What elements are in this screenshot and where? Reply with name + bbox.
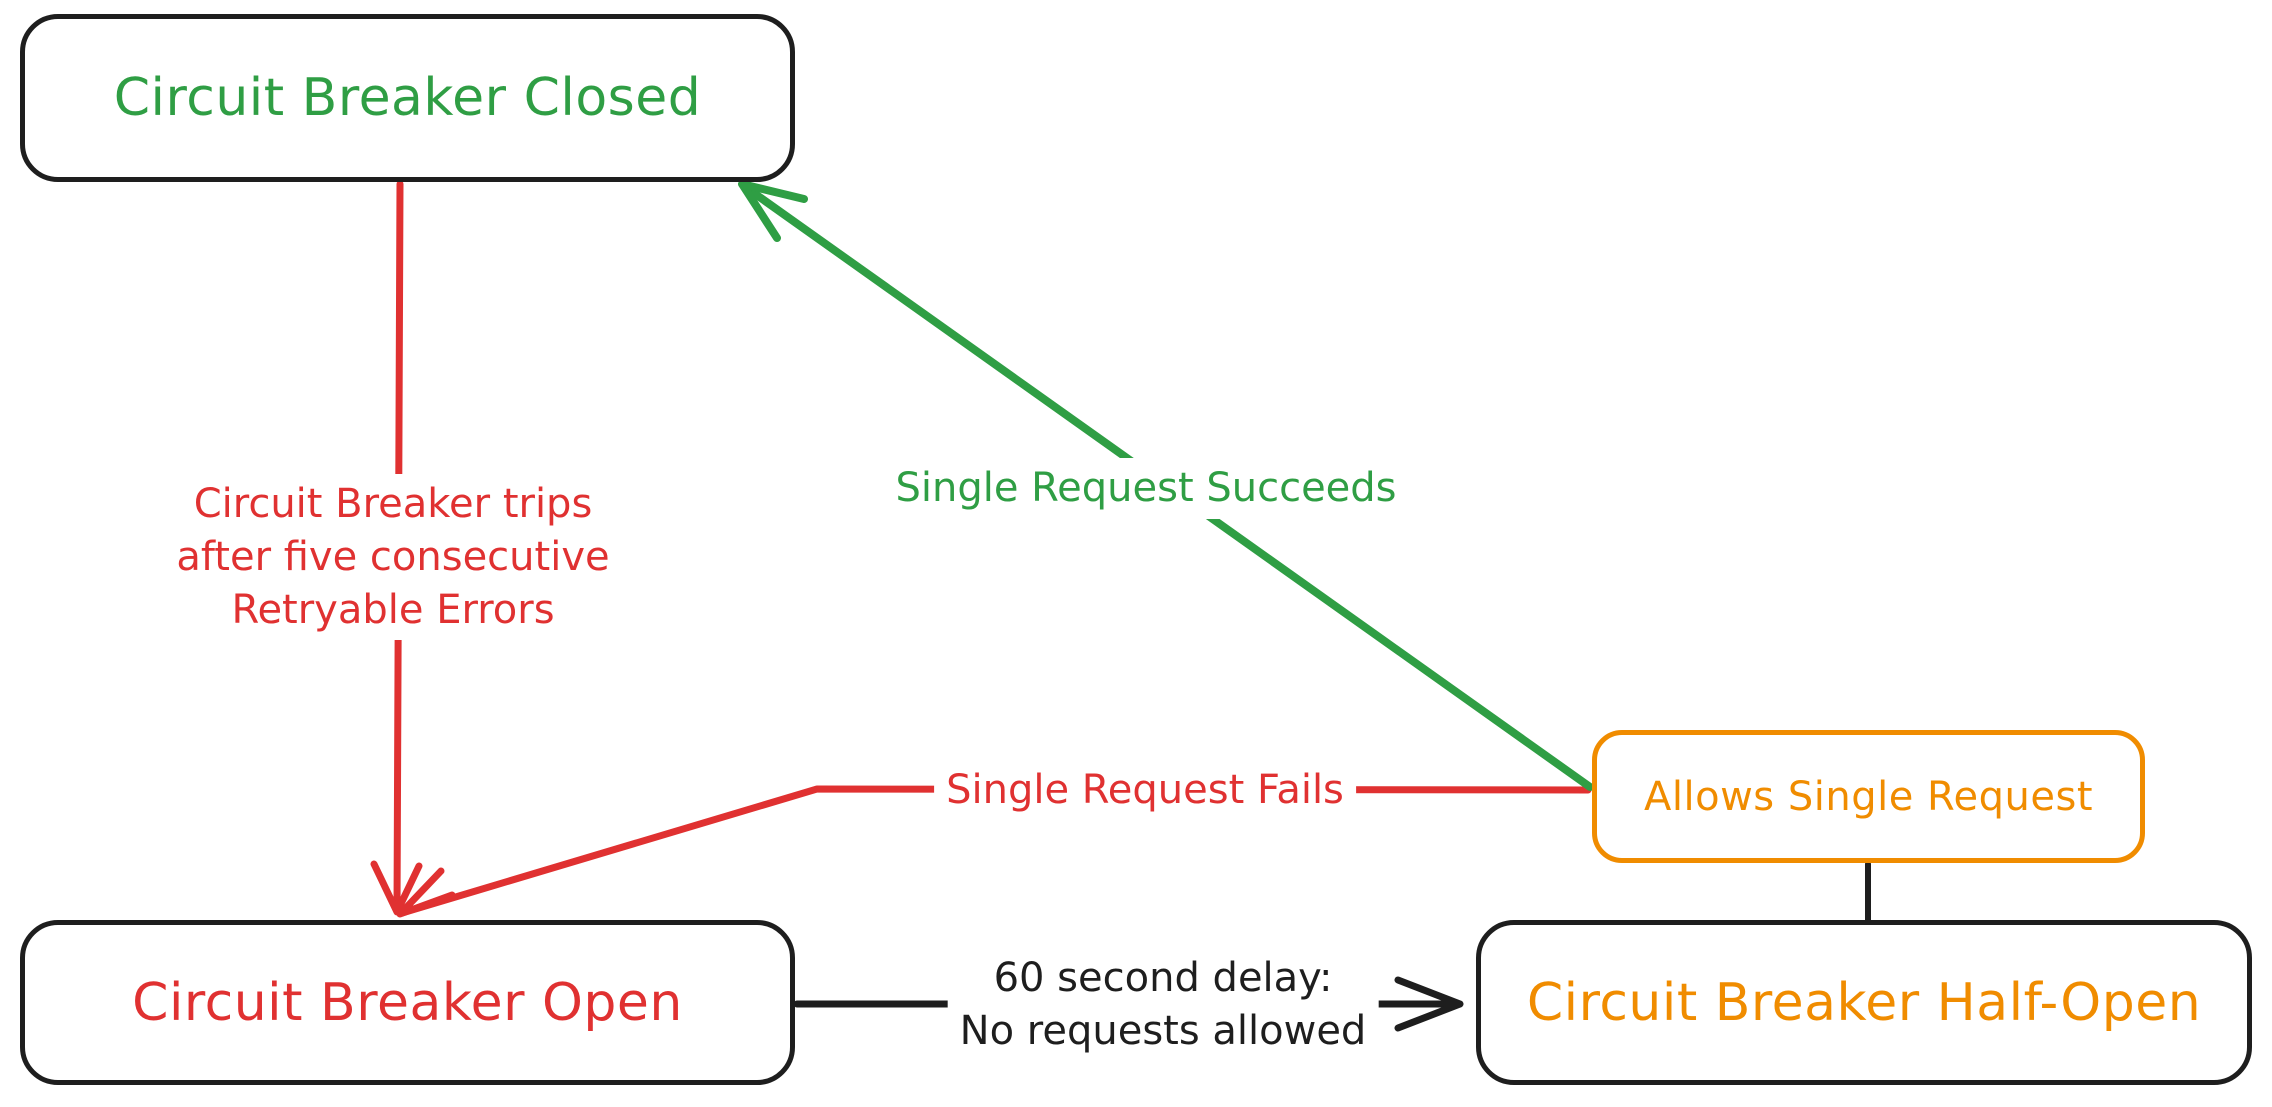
edge-label-delay: 60 second delay: No requests allowed <box>947 948 1379 1062</box>
arrowhead-fails-icon <box>396 867 456 918</box>
arrowhead-delay-icon <box>1394 976 1464 1032</box>
node-circuit-breaker-open-label: Circuit Breaker Open <box>132 972 683 1033</box>
node-allows-single-request: Allows Single Request <box>1592 730 2145 863</box>
arrowhead-trips-icon <box>370 860 423 916</box>
node-allows-single-request-label: Allows Single Request <box>1644 773 2093 820</box>
arrowhead-succeeds-icon <box>738 180 808 242</box>
node-circuit-breaker-closed: Circuit Breaker Closed <box>20 14 795 182</box>
node-circuit-breaker-closed-label: Circuit Breaker Closed <box>113 68 702 128</box>
node-circuit-breaker-half-open: Circuit Breaker Half-Open <box>1476 920 2252 1085</box>
edge-label-delay-line1: 60 second delay: <box>993 955 1333 1001</box>
edge-label-fails: Single Request Fails <box>934 760 1356 821</box>
edge-label-trips-line1: Circuit Breaker trips <box>193 481 593 527</box>
edge-label-succeeds: Single Request Succeeds <box>883 458 1409 519</box>
edge-label-trips: Circuit Breaker trips after five consecu… <box>164 474 622 641</box>
edge-label-delay-line2: No requests allowed <box>959 1007 1367 1054</box>
edge-label-trips-line3: Retryable Errors <box>231 586 555 633</box>
edge-label-trips-line2: after five consecutive <box>176 533 610 580</box>
node-circuit-breaker-half-open-label: Circuit Breaker Half-Open <box>1526 972 2202 1033</box>
node-circuit-breaker-open: Circuit Breaker Open <box>20 920 795 1085</box>
